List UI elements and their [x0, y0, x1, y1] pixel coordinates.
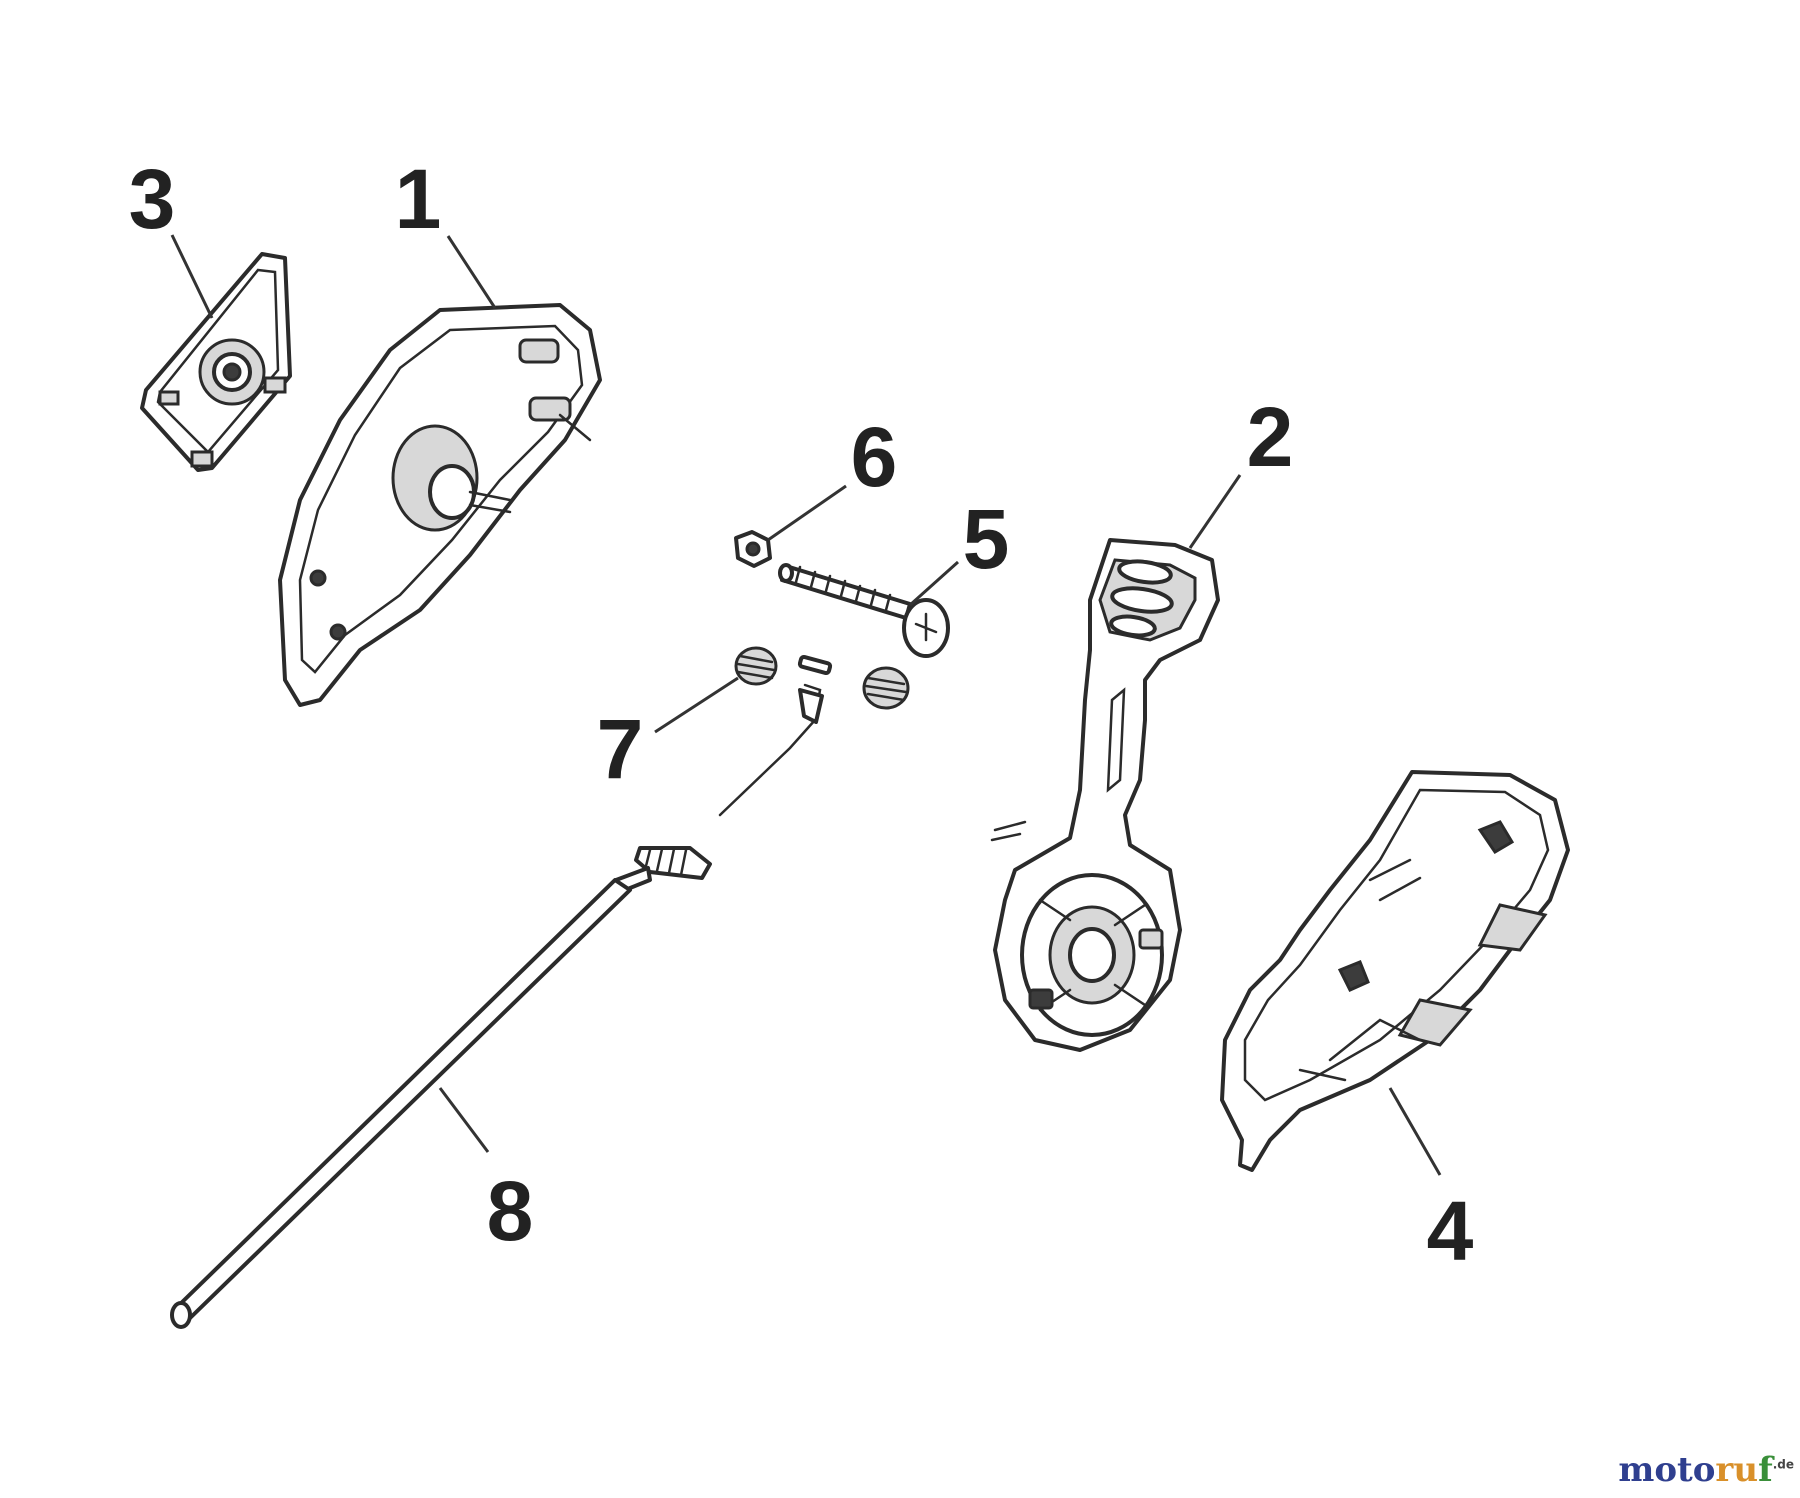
leader-2: [1188, 474, 1242, 549]
watermark-part2: ru: [1715, 1450, 1759, 1490]
leader-8: [438, 1087, 490, 1153]
part-4-right-housing: [1220, 770, 1570, 1172]
part-3-cover-plate: [140, 252, 292, 472]
part-1-left-housing: [278, 303, 602, 707]
leader-3: [170, 234, 214, 319]
spring-left: [734, 646, 778, 686]
part-8-cable: [170, 683, 824, 1329]
leader-1: [446, 235, 497, 309]
watermark-tld: .de: [1772, 1457, 1794, 1472]
part-6-nut: [734, 530, 772, 568]
callout-3: 3: [129, 152, 176, 246]
part-7-springs: [734, 646, 910, 710]
callout-8: 8: [487, 1164, 534, 1258]
part-2-lever: [990, 538, 1220, 1052]
callout-labels: 1 2 3 4 5 6 7 8: [129, 152, 1474, 1278]
spring-right: [862, 666, 910, 710]
leader-6: [767, 484, 847, 542]
callout-6: 6: [851, 410, 898, 504]
leader-7: [654, 676, 739, 734]
watermark-part1: moto: [1618, 1450, 1716, 1490]
callout-4: 4: [1427, 1184, 1474, 1278]
callout-7: 7: [597, 702, 644, 796]
callout-5: 5: [963, 492, 1010, 586]
part-5-screw: [778, 563, 950, 658]
pin: [797, 654, 833, 676]
watermark-part3: f: [1758, 1450, 1773, 1490]
callout-1: 1: [395, 152, 442, 246]
leader-4: [1388, 1087, 1442, 1176]
callout-2: 2: [1247, 390, 1294, 484]
leader-5: [908, 560, 960, 607]
leader-lines: [170, 234, 1442, 1176]
watermark-logo: motoruf.de: [1618, 1450, 1794, 1490]
